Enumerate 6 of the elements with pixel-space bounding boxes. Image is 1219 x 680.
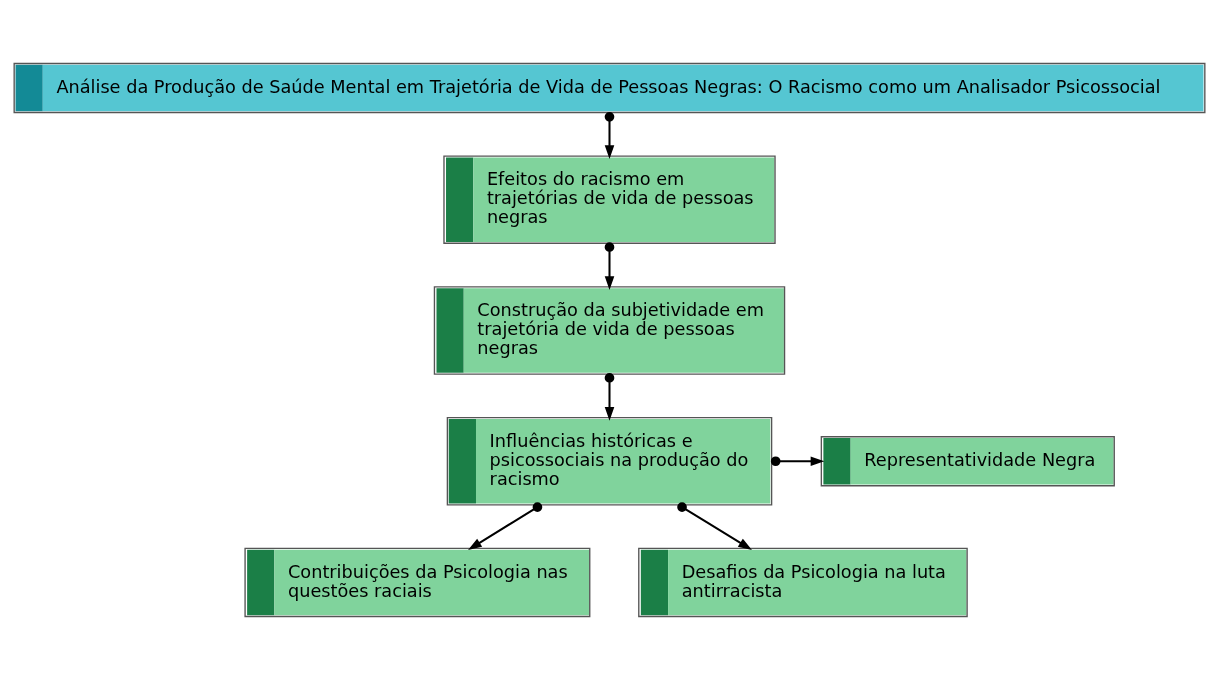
arrow: [604, 242, 615, 290]
arrow: [677, 502, 752, 550]
arrow: [468, 502, 543, 550]
arrow: [604, 111, 615, 159]
arrow: [604, 373, 615, 421]
arrow: [770, 456, 825, 467]
